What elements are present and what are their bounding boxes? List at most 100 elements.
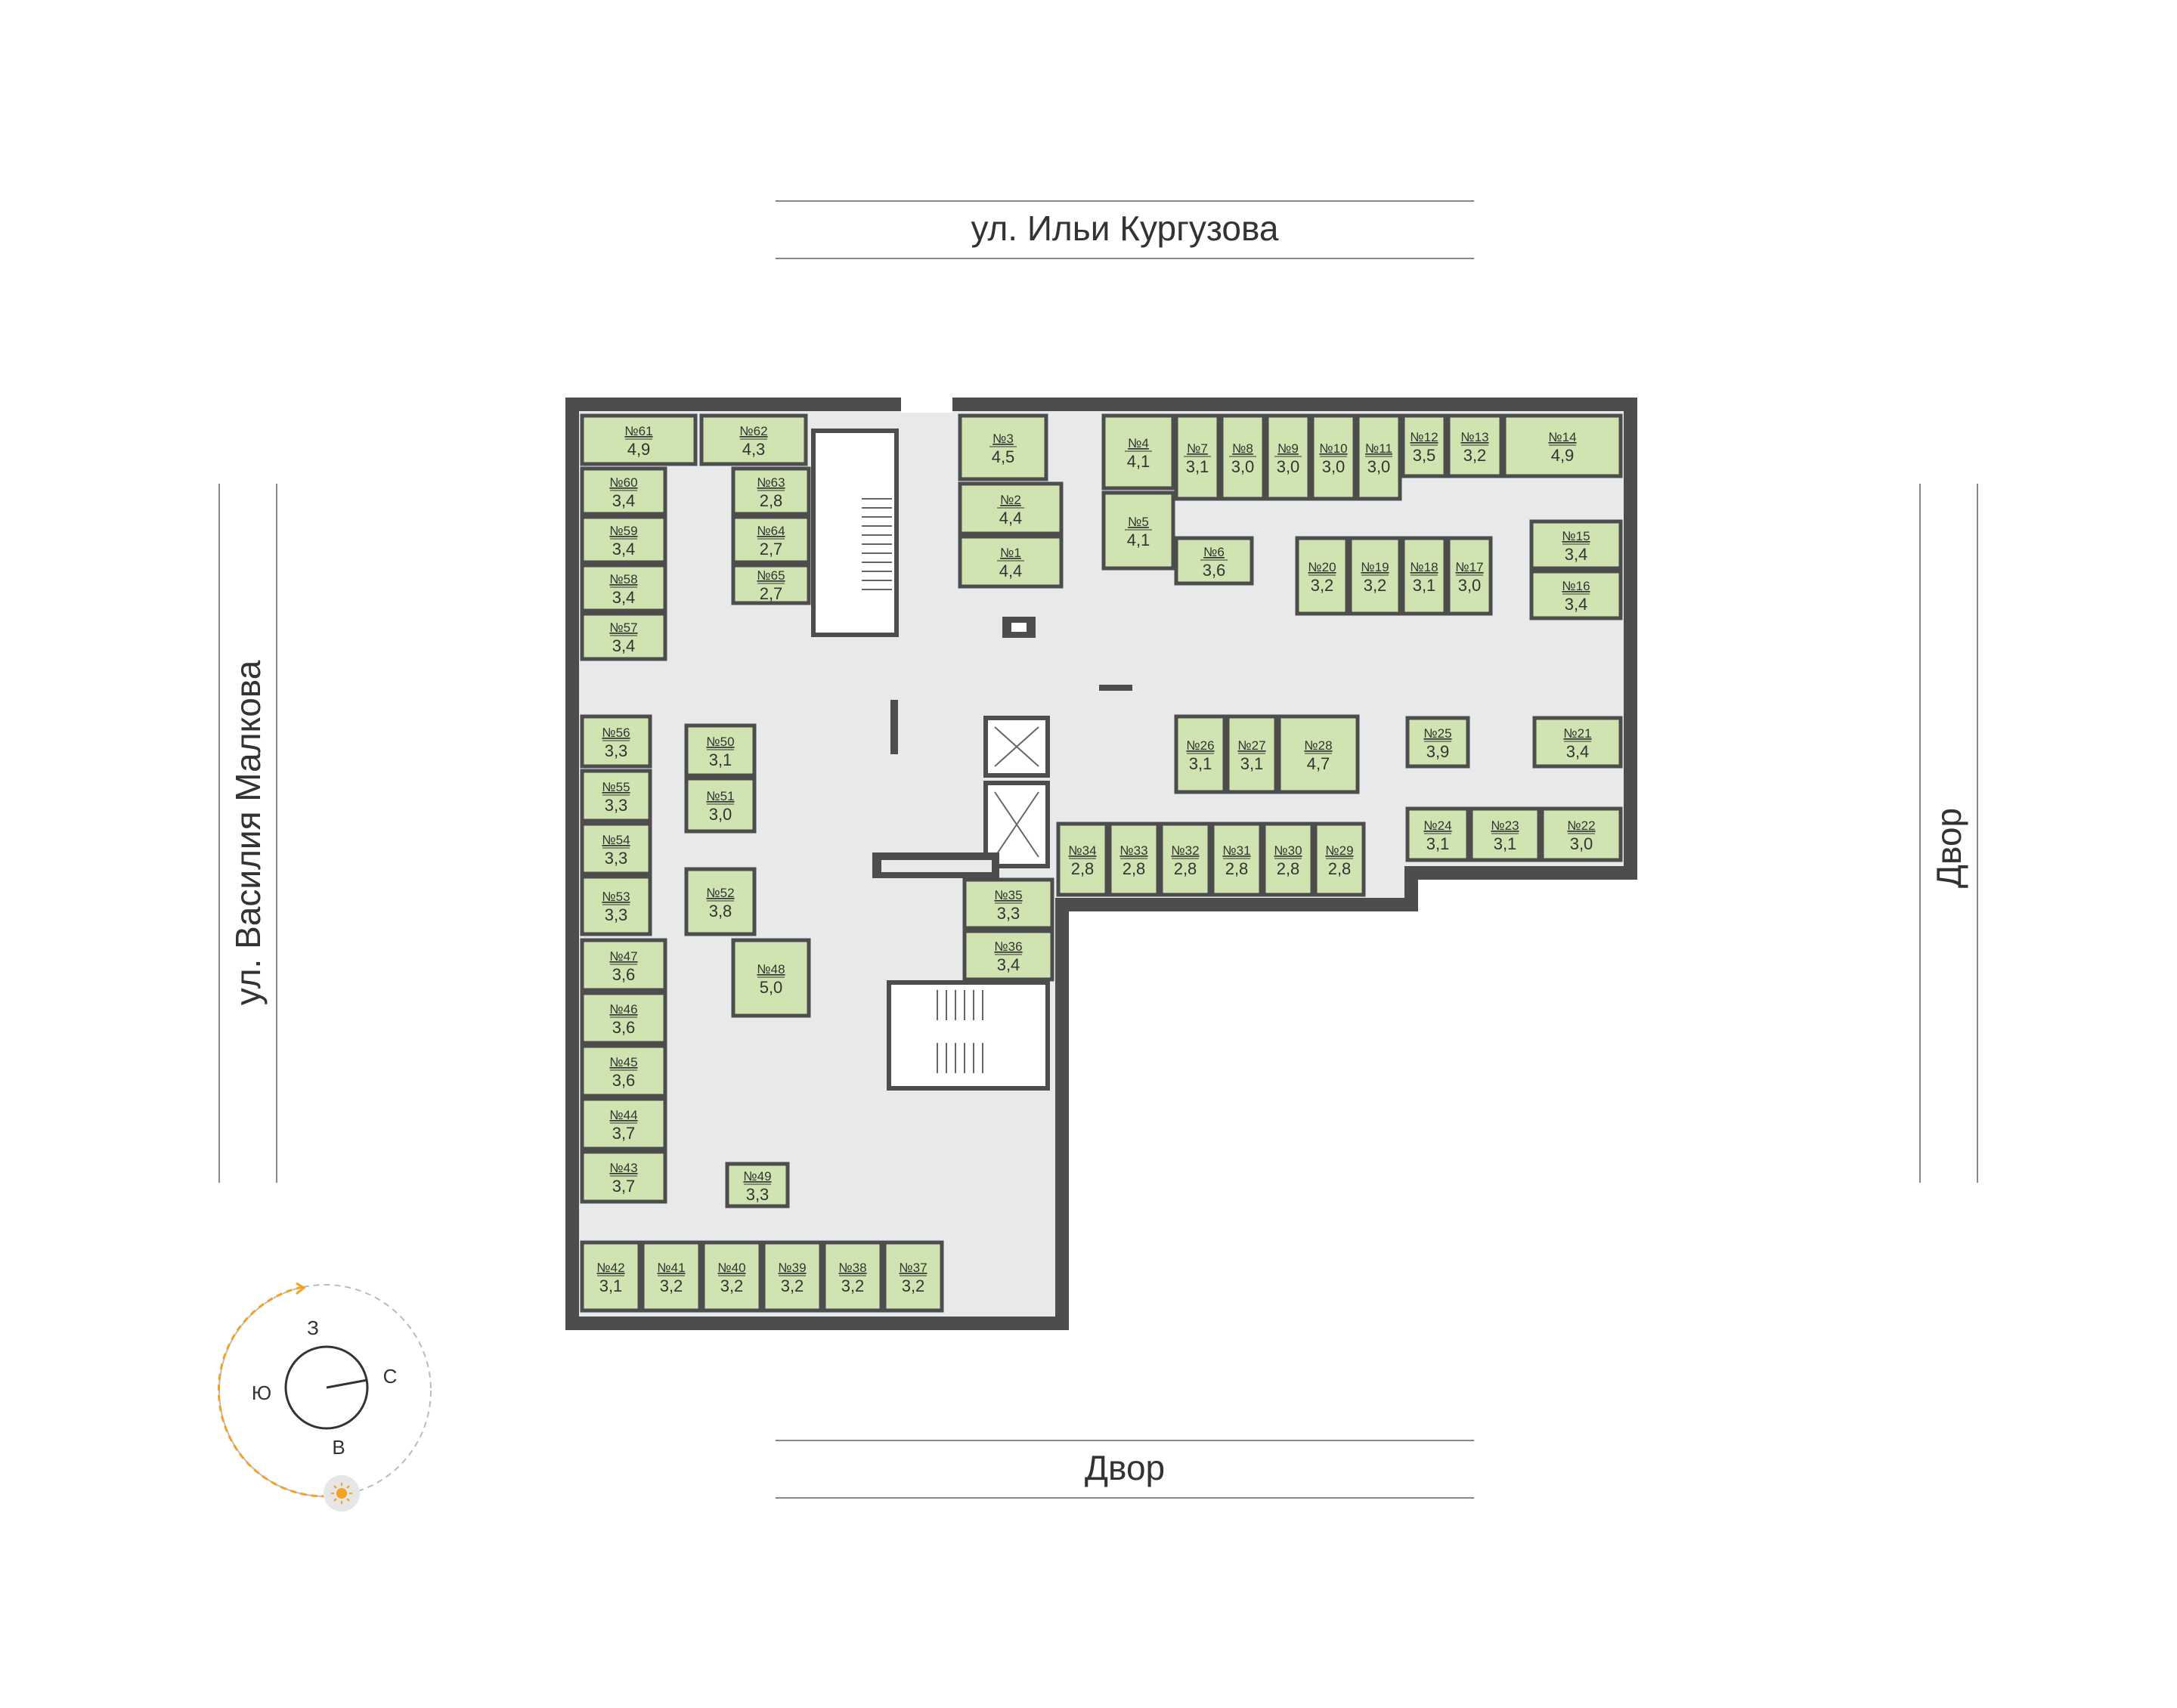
storage-cell-box (731, 515, 811, 565)
storage-cell-number: №5 (1128, 515, 1149, 529)
storage-cell-box (1225, 714, 1278, 794)
storage-cell[interactable]: №44,1 (1101, 413, 1175, 490)
storage-cell-area: 3,2 (902, 1276, 925, 1295)
storage-cell-area: 3,3 (605, 849, 628, 868)
storage-cell-box (731, 563, 811, 605)
storage-cell-area: 2,7 (760, 584, 783, 603)
storage-cell[interactable]: №54,1 (1101, 490, 1175, 571)
storage-cell-area: 3,4 (612, 588, 636, 607)
storage-cell[interactable]: №14,4 (958, 534, 1064, 589)
storage-cell-area: 3,2 (1311, 576, 1334, 595)
storage-cell[interactable]: №24,4 (958, 481, 1064, 536)
storage-cell-box (958, 413, 1048, 481)
storage-cell-area: 4,3 (742, 440, 766, 459)
storage-cell[interactable]: №63,6 (1174, 536, 1254, 586)
storage-cell-number: №48 (757, 962, 785, 976)
storage-cell-box (684, 776, 757, 834)
storage-cell-box (1107, 822, 1160, 897)
storage-cell-area: 3,0 (1367, 457, 1391, 476)
wall-fragment (881, 860, 992, 872)
storage-cell-box (580, 563, 667, 613)
storage-cell-box (580, 714, 652, 769)
storage-cell-area: 3,1 (1189, 754, 1212, 773)
storage-cell-area: 3,3 (605, 905, 628, 924)
stairwell-top (811, 429, 899, 637)
storage-cell-number: №24 (1423, 818, 1451, 833)
storage-cell-box (822, 1240, 884, 1313)
lift-1-cross-icon (994, 726, 1039, 767)
storage-cell[interactable]: №34,5 (958, 413, 1048, 481)
storage-cell-number: №20 (1308, 560, 1336, 574)
storage-cell-box (1056, 822, 1109, 897)
storage-cell-number: №46 (609, 1002, 637, 1016)
storage-cell-number: №22 (1567, 818, 1595, 833)
storage-cell-number: №29 (1325, 843, 1353, 858)
storage-cell-box (1529, 569, 1623, 620)
storage-cell-box (1313, 822, 1366, 897)
storage-cell-number: №56 (602, 726, 630, 740)
sun-icon-core (336, 1488, 347, 1499)
storage-cell-area: 3,1 (1494, 834, 1517, 853)
storage-cell-box (640, 1240, 702, 1313)
